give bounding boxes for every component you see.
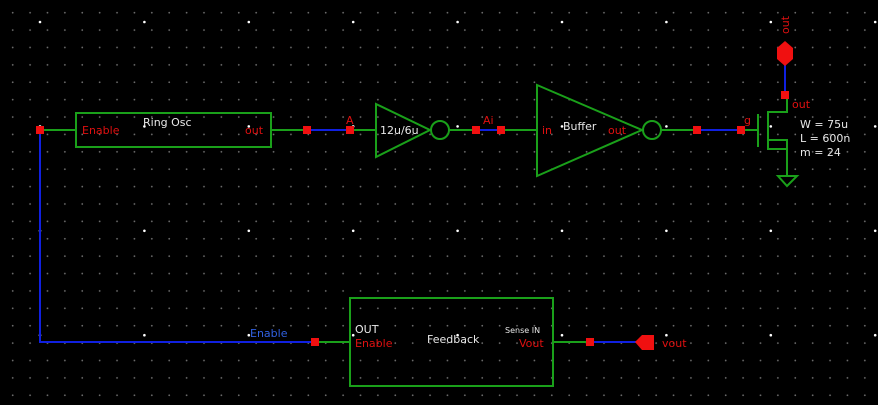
grid-dot [873, 20, 877, 24]
buffer-out-pin: out [608, 124, 627, 137]
net-g-label: g [744, 114, 751, 127]
buffer-name: Buffer [563, 120, 597, 133]
grid-dot [247, 229, 251, 233]
param-m: m = 24 [800, 146, 841, 159]
grid-dot [351, 20, 355, 24]
connection-point[interactable] [311, 338, 319, 346]
feedback-vout-pin: Vout [519, 337, 544, 350]
ground-icon [775, 175, 800, 188]
grid-dot [143, 229, 146, 233]
out-pin-label: out [779, 15, 792, 34]
connection-point[interactable] [586, 338, 594, 346]
connection-point[interactable] [346, 126, 354, 134]
connection-point[interactable] [303, 126, 311, 134]
grid-dot [351, 229, 355, 233]
grid-dot [665, 125, 668, 128]
ring-osc-out-pin: out [245, 124, 264, 137]
grid-dot [351, 333, 355, 337]
feedback-name: Feedback [427, 333, 480, 346]
grid-dot [247, 20, 251, 24]
out-io-pin-icon[interactable] [777, 41, 793, 66]
ring-osc-name: Ring Osc [143, 116, 192, 129]
grid-dot [143, 20, 146, 24]
grid-dot [247, 125, 251, 128]
feedback-out-pin: OUT [355, 323, 379, 336]
grid-dot [873, 229, 877, 233]
grid-dot [38, 20, 42, 24]
vout-io-pin-icon[interactable] [635, 335, 654, 350]
inverter-instance[interactable]: 12u/6u [375, 102, 450, 159]
grid-dot [769, 20, 773, 24]
grid-dot [456, 20, 459, 24]
vout-pin-label: vout [662, 337, 687, 350]
grid-dot [560, 333, 564, 337]
drain-pin-label: out [792, 98, 811, 111]
grid-dot [247, 333, 251, 337]
grid-dot [665, 333, 668, 337]
grid-dot [665, 20, 668, 24]
grid-dot [456, 229, 459, 233]
grid-dot [873, 333, 877, 337]
connection-point[interactable] [693, 126, 701, 134]
connection-point[interactable] [781, 91, 789, 99]
feedback-sense-pin: Sense IN [505, 326, 540, 335]
buffer-instance[interactable]: in Buffer out [536, 83, 662, 178]
net-ai-label: Ai [483, 114, 494, 127]
grid-dot [456, 125, 459, 128]
param-w: W = 75u [800, 118, 848, 131]
grid-dot [873, 125, 877, 128]
enable-net-label: Enable [250, 327, 288, 340]
grid-dot [665, 229, 668, 233]
net-a-label: A [346, 114, 354, 127]
buffer-in-pin: in [542, 124, 552, 137]
grid-dot [560, 125, 564, 128]
grid-dot [560, 20, 564, 24]
param-l: L = 600n [800, 132, 850, 145]
major-grid-dots [38, 20, 877, 337]
grid-dot [560, 229, 564, 233]
connection-point[interactable] [497, 126, 505, 134]
feedback-instance[interactable]: OUT Enable Feedback Sense IN Vout [349, 297, 554, 387]
grid-dot [769, 229, 773, 233]
ring-osc-instance[interactable]: Enable Ring Osc out [75, 112, 272, 148]
inverter-size-label: 12u/6u [380, 124, 419, 137]
connection-point[interactable] [472, 126, 480, 134]
grid-dot [456, 333, 459, 337]
connection-point[interactable] [737, 126, 745, 134]
grid-dot [143, 333, 146, 337]
feedback-enable-pin: Enable [355, 337, 393, 350]
grid-dot [769, 125, 773, 128]
grid-dot [769, 333, 773, 337]
connection-point[interactable] [36, 126, 44, 134]
nmos-transistor[interactable]: out W = 75u L = 600n m = 24 [745, 98, 850, 188]
grid-dot [143, 125, 146, 128]
enable-net-wire[interactable] [39, 130, 315, 343]
ring-osc-enable-pin: Enable [82, 124, 120, 137]
